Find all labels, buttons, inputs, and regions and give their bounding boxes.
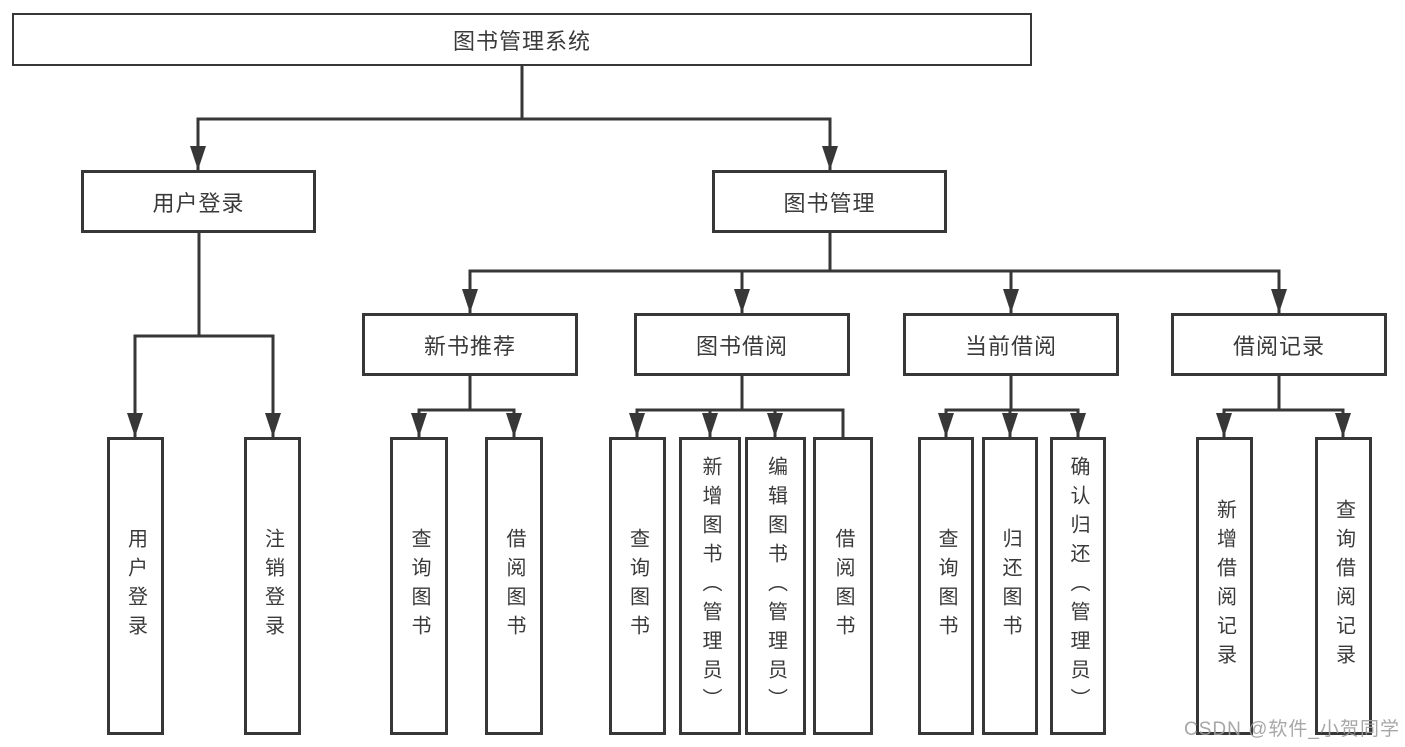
leaf-borrowing-borrow-books: 借阅图书 <box>813 437 873 735</box>
leaf-current-query-books: 查询图书 <box>918 437 974 735</box>
leaf-borrowing-query-books: 查询图书 <box>609 437 666 735</box>
leaf-current-return-books: 归还图书 <box>982 437 1038 735</box>
edge-root-to-level2 <box>196 66 832 170</box>
node-book-management-branch: 图书管理 <box>712 170 947 233</box>
edge-user-login-to-children <box>133 233 275 437</box>
node-new-book-recommendation: 新书推荐 <box>362 313 578 376</box>
leaf-records-add-record: 新增借阅记录 <box>1196 437 1253 735</box>
edge-book-borrow-to-children <box>635 376 845 437</box>
edge-borrow-record-to-children <box>1222 376 1345 437</box>
csdn-watermark: CSDN @软件_小贺同学 <box>1184 719 1400 740</box>
leaf-records-query-record: 查询借阅记录 <box>1315 437 1372 735</box>
leaf-newbook-borrow-books: 借阅图书 <box>485 437 543 735</box>
leaf-current-confirm-return-admin: 确认归还（管理员） <box>1050 437 1106 735</box>
node-user-login-branch: 用户登录 <box>81 170 316 233</box>
leaf-user-login: 用户登录 <box>107 437 164 735</box>
arrowheads <box>127 146 1351 437</box>
node-current-borrowing: 当前借阅 <box>903 313 1119 376</box>
node-book-borrowing: 图书借阅 <box>634 313 850 376</box>
node-borrowing-records: 借阅记录 <box>1171 313 1387 376</box>
leaf-newbook-query-books: 查询图书 <box>390 437 448 735</box>
edge-book-management-to-level3 <box>468 233 1281 313</box>
leaf-borrowing-edit-books-admin: 编辑图书（管理员） <box>745 437 806 735</box>
edge-new-book-to-children <box>417 376 516 437</box>
leaf-borrowing-add-books-admin: 新增图书（管理员） <box>679 437 741 735</box>
leaf-logout: 注销登录 <box>244 437 301 735</box>
node-library-management-system: 图书管理系统 <box>12 13 1032 66</box>
